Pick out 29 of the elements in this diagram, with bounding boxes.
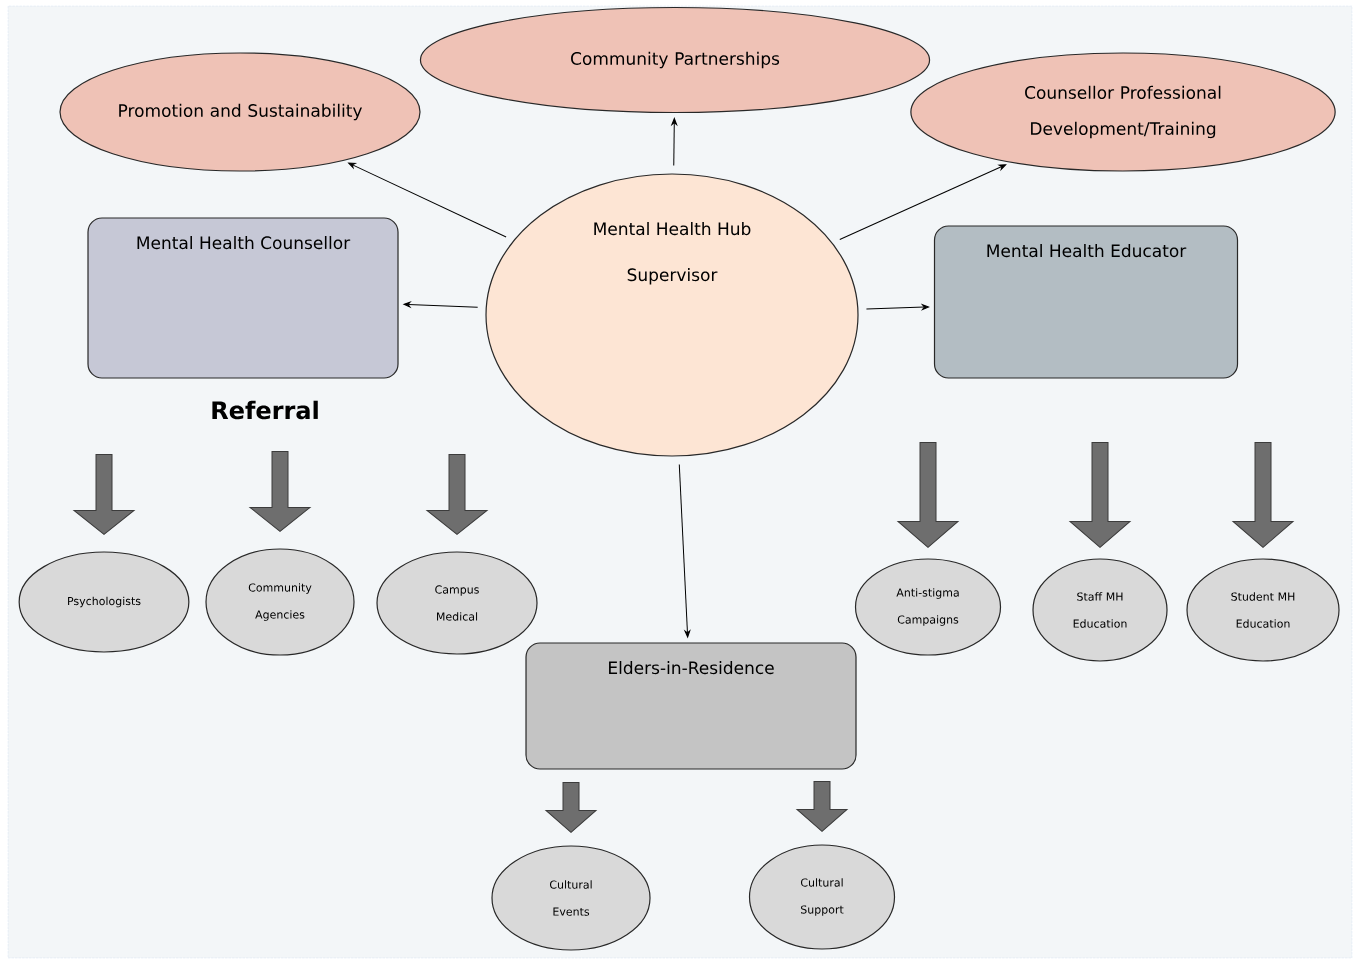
service-oval: Anti-stigma Campaigns [854,558,1002,656]
block-arrow [426,453,488,535]
role-box: Mental Health Educator [933,225,1239,379]
block-arrow [796,780,848,832]
arrow [348,162,507,238]
arrow [678,464,691,638]
oval-box: Community Partnerships [419,6,931,114]
oval-box: Promotion and Sustainability [59,52,421,172]
arrow [839,164,1007,240]
block-arrow [545,781,597,833]
service-oval: Campus Medical [376,551,538,655]
block-arrow [1069,441,1131,548]
service-oval: Cultural Events [491,845,651,951]
role-box: Mental Health Counsellor [87,217,399,379]
oval-box: Counsellor Professional Development/Training [910,52,1336,172]
role-box: Elders-in-Residence [525,642,857,770]
arrow [403,301,479,308]
service-oval: Community Agencies [205,548,355,656]
block-arrow [897,441,959,548]
service-oval: Psychologists [18,551,190,653]
arrow [671,117,678,166]
arrow [865,304,930,310]
block-arrow [249,450,311,532]
service-oval: Cultural Support [748,844,896,950]
service-oval: Staff MH Education [1032,558,1168,662]
block-arrow [1232,441,1294,548]
block-arrow [73,453,135,535]
section-heading: Referral [212,400,318,420]
service-oval: Student MH Education [1186,558,1340,662]
